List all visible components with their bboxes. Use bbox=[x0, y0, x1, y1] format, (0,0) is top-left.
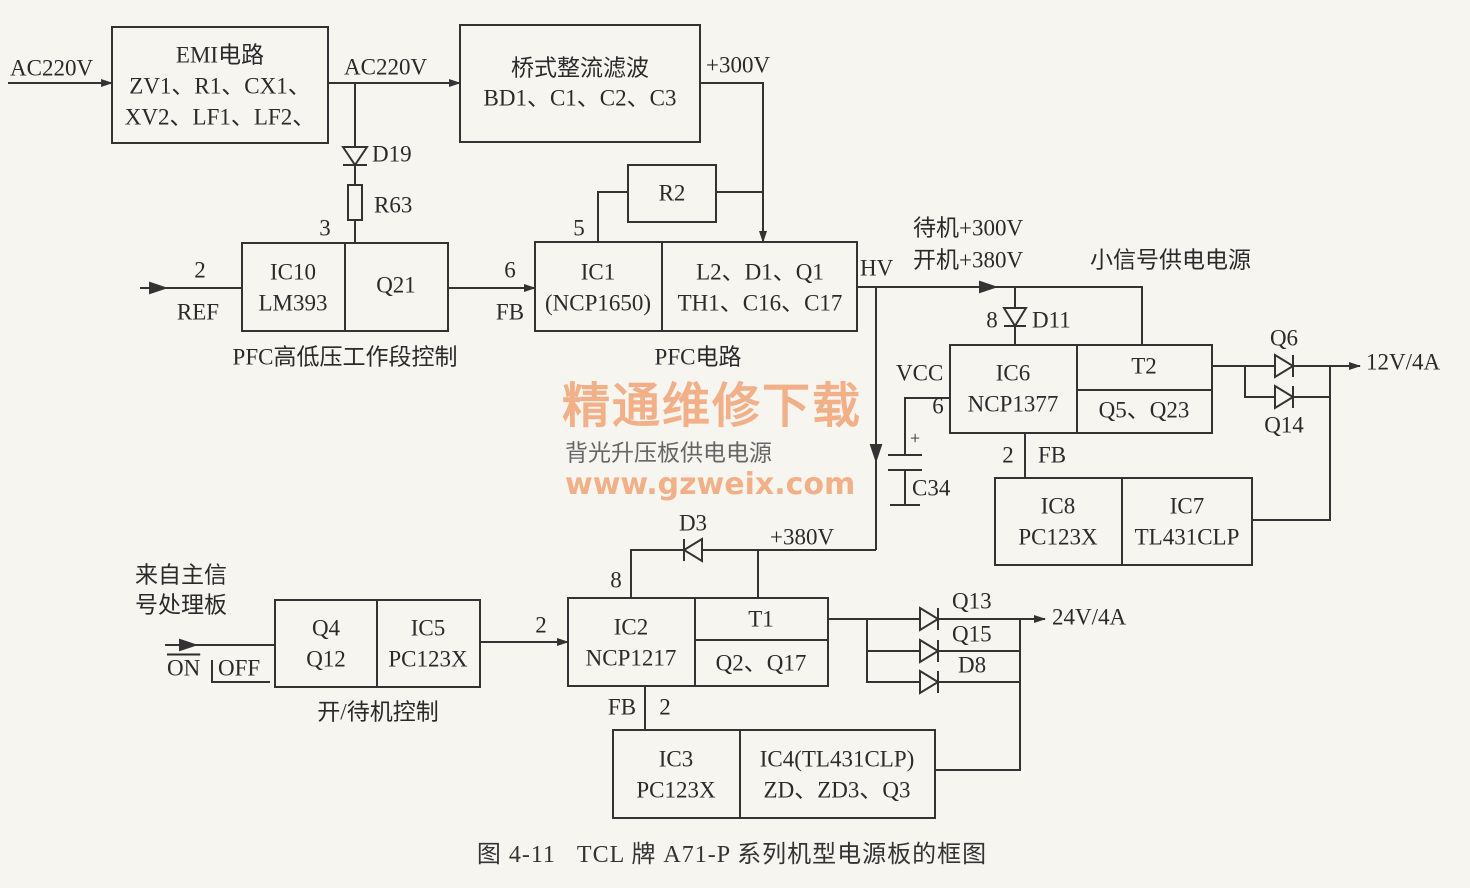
ic2-name: IC2 bbox=[613, 614, 649, 640]
ic6-pin2: 2 bbox=[1002, 442, 1014, 468]
standby-300v-label: 待机+300V bbox=[913, 215, 1024, 241]
out24-label: 24V/4A bbox=[1052, 604, 1127, 630]
ic10-name: IC10 bbox=[270, 259, 316, 285]
ic7-name: IC7 bbox=[1169, 493, 1205, 519]
q14-diode-icon bbox=[1274, 384, 1295, 410]
off-label: OFF bbox=[218, 655, 261, 681]
t1-label: T1 bbox=[748, 606, 774, 632]
ac-mid-label: AC220V bbox=[344, 54, 428, 80]
q15-diode-icon bbox=[919, 638, 940, 664]
ic10-part: LM393 bbox=[258, 290, 328, 316]
pfc-caption: PFC电路 bbox=[654, 344, 742, 370]
ic3-name: IC3 bbox=[658, 746, 694, 772]
ic1-box bbox=[534, 241, 858, 332]
ic6-box bbox=[949, 344, 1213, 434]
backlight-label: 背光升压板供电电源 bbox=[565, 440, 772, 466]
watermark-text: 精通维修下载 bbox=[562, 378, 863, 434]
q6-label: Q6 bbox=[1269, 325, 1299, 351]
r2-box bbox=[627, 164, 717, 223]
emi-line2: XV2、LF1、LF2、 bbox=[124, 104, 316, 130]
ic10-box bbox=[241, 242, 449, 332]
ref-pin-label: 2 bbox=[194, 257, 206, 283]
q15-label: Q15 bbox=[952, 621, 992, 647]
d11-diode-icon bbox=[1002, 307, 1028, 328]
v380-label: +380V bbox=[770, 524, 835, 550]
ic8-name: IC8 bbox=[1040, 493, 1076, 519]
on-label: ON bbox=[167, 655, 201, 681]
ic6-pin6: 6 bbox=[932, 393, 944, 419]
q2-q17-label: Q2、Q17 bbox=[715, 650, 807, 676]
ic8-box bbox=[994, 477, 1253, 566]
ic6-pin8: 8 bbox=[986, 307, 998, 333]
r2-label: R2 bbox=[658, 180, 686, 206]
ic4-name: IC4(TL431CLP) bbox=[759, 746, 915, 772]
c34-plus: + bbox=[910, 428, 921, 448]
ic3-box bbox=[612, 729, 936, 819]
vcc-label: VCC bbox=[896, 360, 944, 386]
ic3-part: PC123X bbox=[636, 777, 716, 803]
q14-label: Q14 bbox=[1264, 412, 1304, 438]
ac-input-label: AC220V bbox=[10, 55, 94, 81]
ic1-name: IC1 bbox=[580, 259, 616, 285]
hv-label: HV bbox=[860, 255, 894, 281]
r63-label: R63 bbox=[374, 192, 413, 218]
ic2-pin2-in: 2 bbox=[535, 612, 547, 638]
out12-label: 12V/4A bbox=[1366, 349, 1441, 375]
ic2-pin8: 8 bbox=[610, 567, 622, 593]
bridge-box bbox=[459, 24, 701, 143]
d19-label: D19 bbox=[372, 141, 412, 167]
d8-diode-icon bbox=[919, 669, 940, 695]
c34-capacitor-icon bbox=[888, 454, 922, 506]
ic6-name: IC6 bbox=[995, 360, 1031, 386]
d3-diode-icon bbox=[682, 537, 703, 563]
bridge-line1: BD1、C1、C2、C3 bbox=[483, 85, 677, 111]
q13-label: Q13 bbox=[952, 588, 992, 614]
dc300-label: +300V bbox=[706, 52, 771, 78]
ic7-part: TL431CLP bbox=[1134, 524, 1240, 550]
ic2-fb: FB bbox=[607, 694, 637, 720]
watermark-url: www.gzweix.com bbox=[565, 467, 856, 502]
emi-title: EMI电路 bbox=[175, 42, 265, 68]
standby-caption: 开/待机控制 bbox=[317, 699, 439, 725]
q12-label: Q12 bbox=[306, 646, 346, 672]
bridge-title: 桥式整流滤波 bbox=[511, 55, 649, 81]
pfc-parts-line2: TH1、C16、C17 bbox=[677, 290, 843, 316]
q13-diode-icon bbox=[919, 606, 940, 632]
ic4-parts: ZD、ZD3、Q3 bbox=[763, 777, 911, 803]
ic5-name: IC5 bbox=[410, 615, 446, 641]
pin3-label: 3 bbox=[319, 215, 331, 241]
ic8-part: PC123X bbox=[1018, 524, 1098, 550]
from-main-line1: 来自主信 bbox=[135, 562, 227, 588]
ic1-part: (NCP1650) bbox=[544, 290, 652, 316]
r63-resistor-icon bbox=[347, 184, 363, 221]
d8-label: D8 bbox=[958, 652, 987, 678]
q5-q23-label: Q5、Q23 bbox=[1098, 397, 1190, 423]
ic6-fb: FB bbox=[1038, 442, 1067, 468]
d19-diode-icon bbox=[341, 146, 369, 167]
c34-label: C34 bbox=[912, 475, 951, 501]
ic5-part: PC123X bbox=[388, 646, 468, 672]
ref-label: REF bbox=[176, 299, 220, 325]
t2-label: T2 bbox=[1131, 353, 1157, 379]
ic10-caption: PFC高低压工作段控制 bbox=[232, 344, 458, 370]
q4-label: Q4 bbox=[311, 615, 341, 641]
d3-label: D3 bbox=[678, 510, 708, 536]
pfc-fb: FB bbox=[495, 299, 525, 325]
pfc-pin6: 6 bbox=[504, 257, 516, 283]
q6-diode-icon bbox=[1274, 353, 1295, 379]
ic2-part: NCP1217 bbox=[585, 645, 677, 671]
small-signal-label: 小信号供电电源 bbox=[1090, 247, 1251, 273]
pfc-parts-line1: L2、D1、Q1 bbox=[696, 259, 824, 285]
pfc-pin5: 5 bbox=[573, 215, 585, 241]
on-380v-label: 开机+380V bbox=[913, 247, 1024, 273]
from-main-line2: 号处理板 bbox=[135, 592, 227, 618]
standby-box bbox=[274, 599, 481, 688]
ic2-pin2-fb: 2 bbox=[659, 694, 671, 720]
d11-label: D11 bbox=[1032, 307, 1071, 333]
ic6-part: NCP1377 bbox=[967, 391, 1059, 417]
q21-label: Q21 bbox=[376, 272, 416, 298]
emi-line1: ZV1、R1、CX1、 bbox=[129, 73, 311, 99]
figure-caption: 图 4-11 TCL 牌 A71-P 系列机型电源板的框图 bbox=[476, 842, 988, 868]
